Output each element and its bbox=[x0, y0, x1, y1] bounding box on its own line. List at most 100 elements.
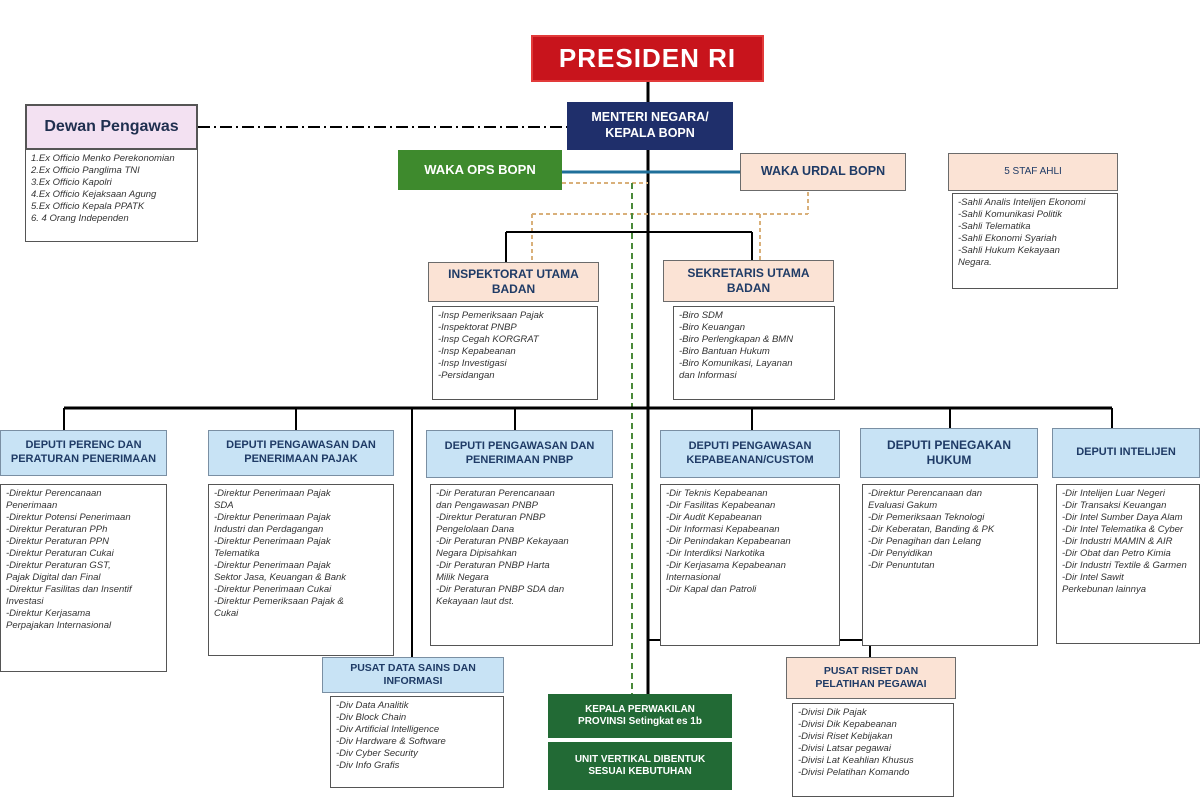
unit-vertikal-box: UNIT VERTIKAL DIBENTUK SESUAI KEBUTUHAN bbox=[548, 742, 732, 790]
list-item: -Dir Peraturan PNBP Kekayaan bbox=[436, 536, 569, 547]
pusat-data-header: PUSAT DATA SAINS DAN INFORMASI bbox=[322, 657, 504, 693]
list-item: -Sahli Analis Intelijen Ekonomi bbox=[958, 197, 1086, 208]
deputi-title-2: PERATURAN PENERIMAAN bbox=[10, 453, 157, 465]
list-item: Penerimaan bbox=[6, 500, 58, 511]
list-item: -Biro Keuangan bbox=[679, 322, 746, 333]
list-item: 2.Ex Officio Panglima TNI bbox=[31, 165, 140, 176]
list-item: -Insp Cegah KORGRAT bbox=[438, 334, 539, 345]
deputi-kepabeanan-list: -Dir Teknis Kepabeanan -Dir Fasilitas Ke… bbox=[660, 484, 840, 646]
list-item: -Sahli Hukum Kekayaan bbox=[958, 245, 1060, 256]
deputi-title-2: HUKUM bbox=[926, 453, 972, 467]
list-item: -Dir Industri Textile & Garmen bbox=[1062, 560, 1187, 571]
list-item: -Dir Kapal dan Patroli bbox=[666, 584, 757, 595]
waka-ops-box: WAKA OPS BOPN bbox=[398, 150, 562, 190]
inspektorat-title-2: BADAN bbox=[491, 282, 536, 296]
list-item: -Dir Teknis Kepabeanan bbox=[666, 488, 768, 499]
list-item: -Direktur Penerimaan Pajak bbox=[214, 560, 331, 571]
list-item: -Dir Industri MAMIN & AIR bbox=[1062, 536, 1173, 547]
list-item: -Direktur Penerimaan Pajak bbox=[214, 512, 331, 523]
inspektorat-title-1: INSPEKTORAT UTAMA bbox=[448, 267, 579, 281]
deputi-gakum-list: -Direktur Perencanaan dan Evaluasi Gakum… bbox=[862, 484, 1038, 646]
list-item: -Dir Penagihan dan Lelang bbox=[868, 536, 982, 547]
list-item: -Dir Peraturan PNBP Harta bbox=[436, 560, 550, 571]
list-item: 6. 4 Orang Independen bbox=[31, 213, 129, 224]
deputi-pnbp-list: -Dir Peraturan Perencanaan dan Pengawasa… bbox=[430, 484, 613, 646]
staf-ahli-title: 5 STAF AHLI bbox=[1004, 165, 1062, 177]
list-item: Evaluasi Gakum bbox=[868, 500, 938, 511]
list-item: -Dir Informasi Kepabeanan bbox=[666, 524, 780, 535]
list-item: -Div Block Chain bbox=[336, 712, 407, 723]
pusat-data-title-2: INFORMASI bbox=[383, 675, 443, 687]
list-item: -Divisi Dik Kepabeanan bbox=[798, 719, 897, 730]
list-item: Milik Negara bbox=[436, 572, 489, 583]
sekretaris-header: SEKRETARIS UTAMA BADAN bbox=[663, 260, 834, 302]
list-item: -Divisi Pelatihan Komando bbox=[798, 767, 910, 778]
list-item: -Biro SDM bbox=[679, 310, 723, 321]
kepala-perwakilan-line-2: PROVINSI Setingkat es 1b bbox=[578, 716, 702, 727]
list-item: -Sahli Telematika bbox=[958, 221, 1031, 232]
list-item: -Divisi Dik Pajak bbox=[798, 707, 867, 718]
list-item: -Divisi Lat Keahlian Khusus bbox=[798, 755, 914, 766]
menteri-line-1: MENTERI NEGARA/ bbox=[591, 110, 709, 125]
list-item: Perkebunan lainnya bbox=[1062, 584, 1146, 595]
sekretaris-title-2: BADAN bbox=[726, 281, 771, 295]
deputi-title-2: PENERIMAAN PNBP bbox=[465, 454, 574, 466]
dewan-header: Dewan Pengawas bbox=[25, 104, 198, 150]
deputi-pajak-list: -Direktur Penerimaan Pajak SDA -Direktur… bbox=[208, 484, 394, 656]
deputi-title-1: DEPUTI PENGAWASAN bbox=[688, 440, 812, 453]
kepala-perwakilan-box: KEPALA PERWAKILAN PROVINSI Setingkat es … bbox=[548, 694, 732, 738]
deputi-title-2: KEPABEANAN/CUSTOM bbox=[686, 454, 814, 466]
list-item: -Dir Transaksi Keuangan bbox=[1062, 500, 1167, 511]
list-item: 5.Ex Officio Kepala PPATK bbox=[31, 201, 145, 212]
list-item: -Direktur Fasilitas dan Insentif bbox=[6, 584, 132, 595]
list-item: -Direktur Penerimaan Pajak bbox=[214, 488, 331, 499]
staf-ahli-list: -Sahli Analis Intelijen Ekonomi -Sahli K… bbox=[952, 193, 1118, 289]
list-item: -Direktur Kerjasama bbox=[6, 608, 91, 619]
list-item: SDA bbox=[214, 500, 234, 511]
list-item: -Direktur Penerimaan Pajak bbox=[214, 536, 331, 547]
pusat-riset-list: -Divisi Dik Pajak -Divisi Dik Kepabeanan… bbox=[792, 703, 954, 797]
inspektorat-list: -Insp Pemeriksaan Pajak -Inspektorat PNB… bbox=[432, 306, 598, 400]
list-item: Cukai bbox=[214, 608, 239, 619]
list-item: -Insp Investigasi bbox=[438, 358, 507, 369]
list-item: Telematika bbox=[214, 548, 260, 559]
list-item: 3.Ex Officio Kapolri bbox=[31, 177, 112, 188]
list-item: -Dir Intelijen Luar Negeri bbox=[1062, 488, 1165, 499]
list-item: -Direktur Peraturan Cukai bbox=[6, 548, 114, 559]
list-item: -Inspektorat PNBP bbox=[438, 322, 517, 333]
list-item: -Direktur Peraturan GST, bbox=[6, 560, 111, 571]
list-item: -Dir Audit Kepabeanan bbox=[666, 512, 762, 523]
list-item: -Dir Intel Sumber Daya Alam bbox=[1062, 512, 1183, 523]
list-item: -Dir Intel Sawit bbox=[1062, 572, 1124, 583]
waka-urdal-title: WAKA URDAL BOPN bbox=[760, 164, 886, 179]
list-item: -Biro Bantuan Hukum bbox=[679, 346, 770, 357]
list-item: Industri dan Perdagangan bbox=[214, 524, 324, 535]
deputi-perenc-list: -Direktur Perencanaan Penerimaan -Direkt… bbox=[0, 484, 167, 672]
pusat-riset-header: PUSAT RISET DAN PELATIHAN PEGAWAI bbox=[786, 657, 956, 699]
list-item: -Divisi Latsar pegawai bbox=[798, 743, 891, 754]
unit-vertikal-line-1: UNIT VERTIKAL DIBENTUK bbox=[574, 753, 706, 765]
list-item: -Insp Pemeriksaan Pajak bbox=[438, 310, 544, 321]
list-item: -Direktur Perencanaan dan bbox=[868, 488, 983, 499]
list-item: -Dir Penyidikan bbox=[868, 548, 933, 559]
list-item: 4.Ex Officio Kejaksaan Agung bbox=[31, 189, 157, 200]
list-item: Negara Dipisahkan bbox=[436, 548, 517, 559]
list-item: -Sahli Komunikasi Politik bbox=[958, 209, 1063, 220]
list-item: -Biro Perlengkapan & BMN bbox=[679, 334, 794, 345]
list-item: -Div Hardware & Software bbox=[336, 736, 446, 747]
deputi-gakum-header: DEPUTI PENEGAKAN HUKUM bbox=[860, 428, 1038, 478]
list-item: 1.Ex Officio Menko Perekonomian bbox=[31, 153, 175, 164]
list-item: -Dir Interdiksi Narkotika bbox=[666, 548, 765, 559]
deputi-pajak-header: DEPUTI PENGAWASAN DAN PENERIMAAN PAJAK bbox=[208, 430, 394, 476]
deputi-kepabeanan-header: DEPUTI PENGAWASAN KEPABEANAN/CUSTOM bbox=[660, 430, 840, 478]
waka-ops-title: WAKA OPS BOPN bbox=[424, 161, 536, 177]
deputi-pnbp-header: DEPUTI PENGAWASAN DAN PENERIMAAN PNBP bbox=[426, 430, 613, 478]
list-item: -Div Data Analitik bbox=[336, 700, 409, 711]
menteri-box: MENTERI NEGARA/ KEPALA BOPN bbox=[567, 102, 733, 150]
list-item: -Divisi Riset Kebijakan bbox=[798, 731, 893, 742]
list-item: -Direktur Peraturan PPh bbox=[6, 524, 108, 535]
dewan-list: 1.Ex Officio Menko Perekonomian 2.Ex Off… bbox=[25, 149, 198, 242]
list-item: -Div Cyber Security bbox=[336, 748, 418, 759]
list-item: -Dir Pemeriksaan Teknologi bbox=[868, 512, 985, 523]
